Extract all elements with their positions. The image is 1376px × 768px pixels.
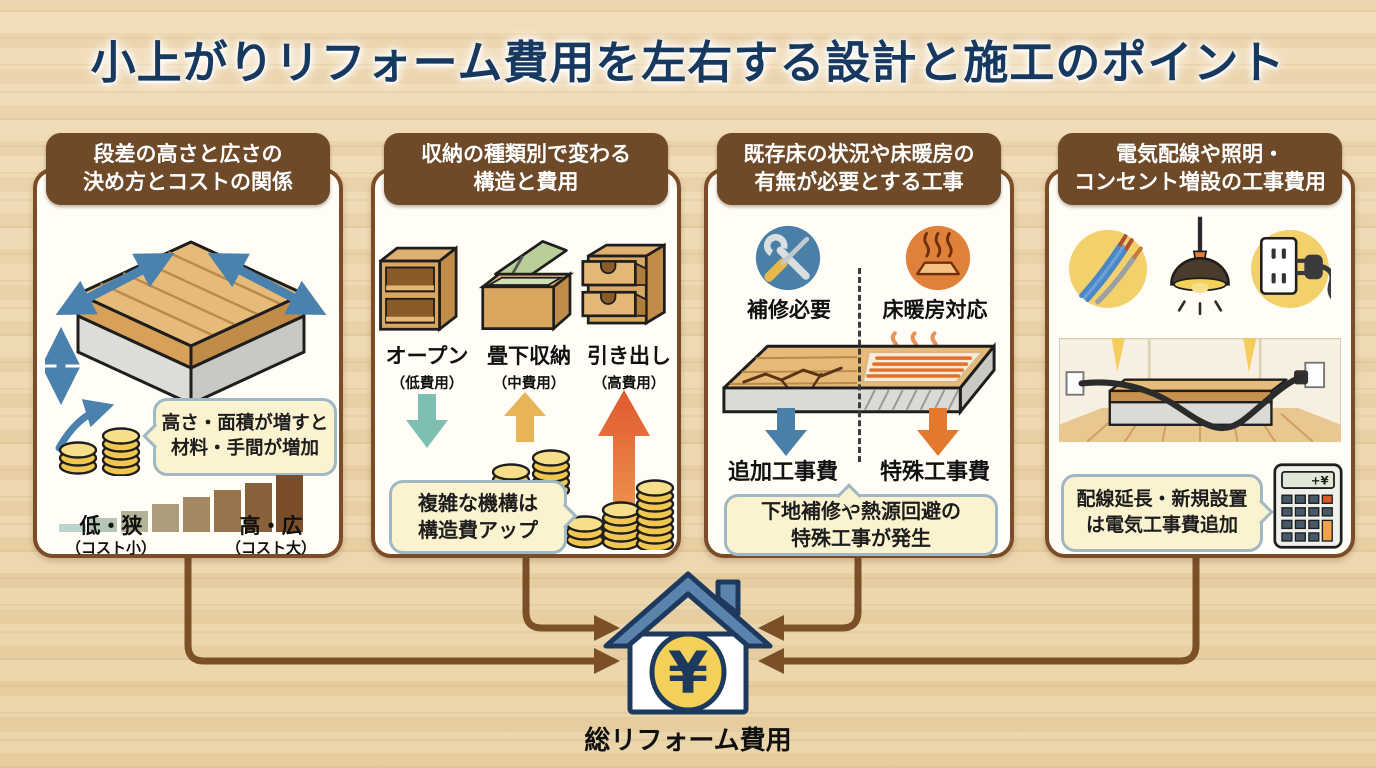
panel-card: 配線延長・新規設置 は電気工事費追加 +¥ — [1045, 168, 1355, 558]
cost-scale-bar — [276, 475, 303, 532]
repair-needed-label: 補修必要 — [747, 298, 831, 322]
floor-heating-icon — [905, 225, 971, 291]
outlet-plug-icon — [1251, 230, 1331, 308]
cost-increase-bubble: 高さ・面積が増すと 材料・手間が増加 — [153, 398, 337, 476]
special-work-cost-label: 特殊工事費 — [879, 460, 990, 485]
platform-dimensions-illustration — [45, 240, 327, 406]
coin-stack-large-icon — [565, 479, 675, 550]
storage-icons-row — [375, 234, 677, 336]
electric-cables-icon — [1069, 230, 1147, 308]
blue-down-arrow-icon — [765, 408, 807, 456]
panel-electrical-works: 配線延長・新規設置 は電気工事費追加 +¥ — [1045, 133, 1355, 558]
panel-header: 既存床の状況や床暖房の 有無が必要とする工事 — [717, 133, 1001, 205]
panel-card: 補修必要 床暖房対応 — [704, 168, 1014, 558]
special-work-bubble: 下地補修や熱源回避の 特殊工事が発生 — [724, 494, 998, 556]
panel-card: 高さ・面積が増すと 材料・手間が増加 低・狭 （コスト小） 高・広 （コスト大） — [33, 168, 343, 558]
panel-header: 電気配線や照明・ コンセント増設の工事費用 — [1058, 133, 1342, 205]
panel-header: 段差の高さと広さの 決め方とコストの関係 — [46, 133, 330, 205]
panel-existing-floor-works: 補修必要 床暖房対応 — [704, 133, 1014, 558]
room-wiring-illustration — [1059, 338, 1341, 442]
cost-scale-bar — [59, 524, 86, 532]
panel-card: オープン （低費用） 畳下収納 （中費用） 引き出し （高費用） — [371, 168, 681, 558]
total-cost-label: 総リフォーム費用 — [584, 726, 792, 756]
panel-header: 収納の種類別で変わる 構造と費用 — [384, 133, 668, 205]
cost-scale-bars — [59, 474, 325, 532]
divider-dashed-line — [858, 268, 861, 462]
cost-rise-coins-icon — [55, 399, 141, 476]
scale-high-label: 高・広 （コスト大） — [225, 514, 316, 558]
cost-up-big-arrow-icon — [598, 390, 650, 542]
scale-low-label: 低・狭 （コスト小） — [65, 514, 156, 558]
yen-symbol: ¥ — [668, 639, 708, 707]
calculator-icon: +¥ — [1273, 463, 1343, 549]
cost-scale-bar — [152, 504, 179, 532]
cost-scale-bar — [90, 518, 117, 532]
bubble-line: 高さ・面積が増すと — [161, 413, 329, 435]
orange-down-arrow-icon — [917, 408, 959, 456]
cost-up-arrow-icon — [504, 392, 546, 442]
panel-step-size-cost: 高さ・面積が増すと 材料・手間が増加 低・狭 （コスト小） 高・広 （コスト大）… — [33, 133, 343, 558]
house-yen-icon: ¥ — [603, 571, 773, 715]
wrench-screwdriver-icon — [755, 225, 821, 291]
storage-item-label: 引き出し （高費用） — [587, 344, 671, 392]
tatami-lid-box-icon — [478, 240, 574, 332]
wiring-cost-bubble: 配線延長・新規設置 は電気工事費追加 — [1061, 474, 1263, 552]
extra-work-cost-label: 追加工事費 — [727, 460, 838, 485]
page-title: 小上がりリフォーム費用を左右する設計と施工のポイント — [90, 36, 1286, 89]
cost-down-arrow-icon — [406, 394, 448, 448]
cost-scale-bar — [121, 511, 148, 532]
storage-item-label: オープン （低費用） — [385, 344, 469, 392]
calculator-display: +¥ — [1311, 473, 1329, 487]
structure-cost-bubble: 複雑な機構は 構造費アップ — [389, 480, 567, 554]
panel-storage-type-cost: オープン （低費用） 畳下収納 （中費用） 引き出し （高費用） — [371, 133, 681, 558]
dimension-arrows-icon — [45, 253, 327, 406]
cost-scale-bar — [183, 497, 210, 532]
cost-scale-bar — [245, 483, 272, 532]
cost-scale-bar — [214, 490, 241, 532]
floor-heating-label: 床暖房対応 — [882, 298, 988, 322]
storage-item-label: 畳下収納 （中費用） — [487, 344, 571, 392]
pendant-light-icon — [1170, 216, 1230, 316]
bubble-line: 材料・手間が増加 — [170, 438, 319, 459]
open-shelf-icon — [379, 245, 458, 333]
drawer-chest-icon — [581, 242, 666, 326]
